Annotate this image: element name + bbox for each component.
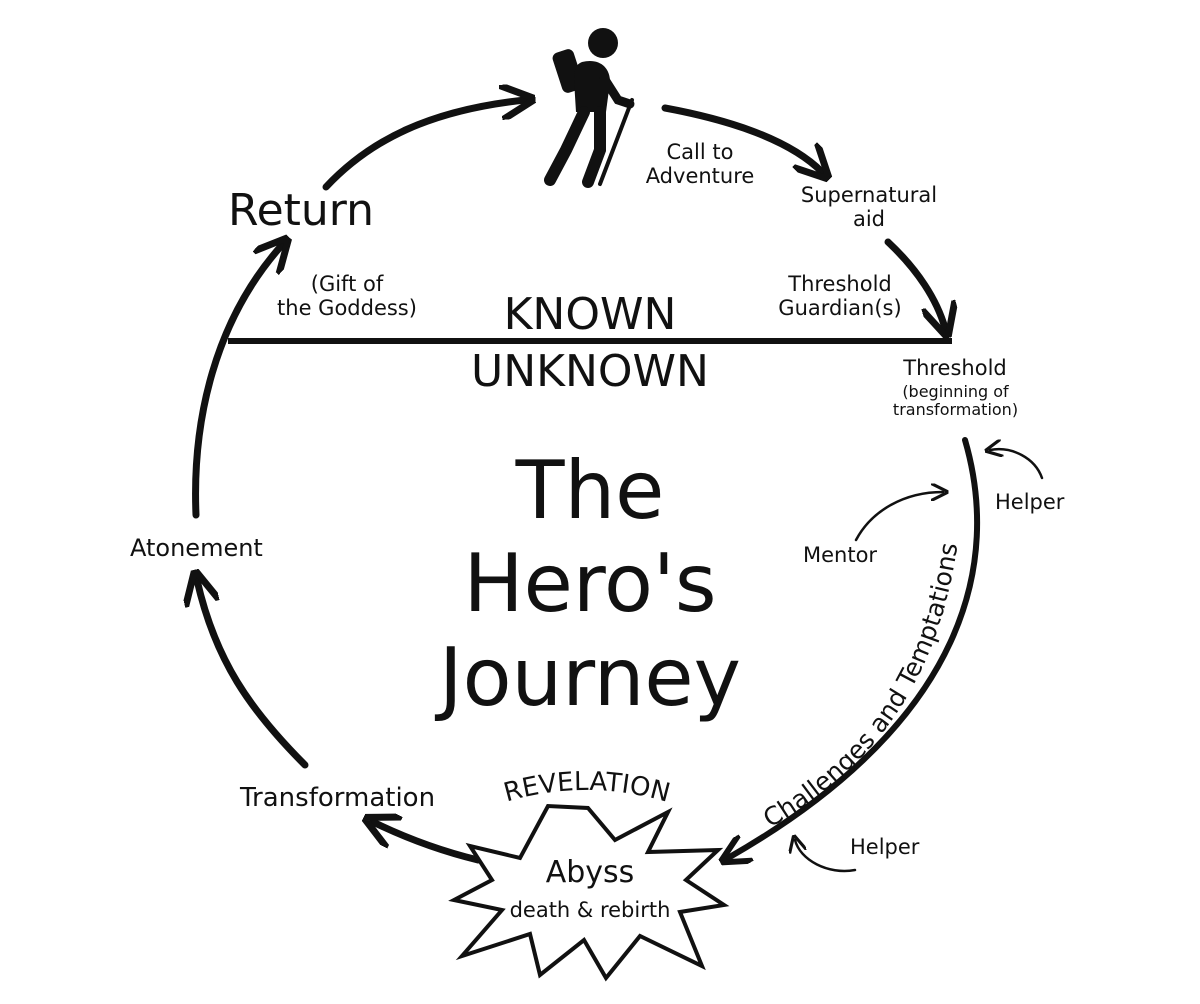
arrow-hero-to-supernatural bbox=[661, 104, 822, 172]
hiker-icon bbox=[544, 28, 635, 188]
arrow-mentor bbox=[854, 492, 943, 542]
call-to-adventure-label: Call to Adventure bbox=[625, 140, 775, 188]
revelation-label: REVELATION bbox=[501, 767, 674, 809]
mentor-label: Mentor bbox=[803, 543, 878, 567]
unknown-label: UNKNOWN bbox=[471, 346, 709, 397]
gift-of-the-goddess-label: (Gift of the Goddess) bbox=[262, 272, 432, 320]
arrow-return-to-hero bbox=[322, 100, 525, 191]
threshold-note-line-2: transformation) bbox=[892, 400, 1019, 420]
supernatural-line-1: Supernatural bbox=[800, 183, 938, 207]
threshold-guardians-label: Threshold Guardian(s) bbox=[755, 272, 925, 320]
guardians-line-1: Threshold bbox=[788, 272, 892, 296]
supernatural-aid-label: Supernatural aid bbox=[784, 183, 954, 231]
call-line-1: Call to bbox=[666, 140, 734, 164]
gift-line-2: the Goddess) bbox=[277, 296, 417, 321]
title-the: The bbox=[515, 444, 665, 537]
return-label: Return bbox=[228, 185, 375, 236]
call-line-2: Adventure bbox=[645, 164, 755, 189]
helper-bottom-label: Helper bbox=[850, 835, 920, 859]
arrow-atonement-to-return bbox=[192, 245, 282, 519]
starburst-icon bbox=[448, 803, 730, 982]
threshold-label: Threshold bbox=[903, 356, 1007, 380]
arrow-helper-bottom bbox=[795, 840, 857, 873]
threshold-note: (beginning of transformation) bbox=[868, 382, 1043, 420]
title-journey: Journey bbox=[439, 631, 741, 724]
abyss-label: Abyss bbox=[545, 855, 635, 890]
transformation-label: Transformation bbox=[240, 783, 436, 813]
guardians-line-2: Guardian(s) bbox=[778, 296, 902, 321]
challenges-label: Challenges and Temptations bbox=[758, 541, 963, 833]
abyss-note: death & rebirth bbox=[509, 898, 671, 922]
arrow-supernatural-to-threshold bbox=[884, 238, 945, 328]
arrow-helper-top bbox=[990, 449, 1044, 480]
supernatural-line-2: aid bbox=[852, 207, 886, 232]
arrow-transformation-to-atonement bbox=[197, 580, 309, 769]
known-label: KNOWN bbox=[503, 289, 677, 340]
arrow-threshold-to-abyss bbox=[728, 437, 981, 858]
threshold-note-line-1: (beginning of bbox=[902, 382, 1009, 401]
atonement-label: Atonement bbox=[130, 534, 263, 562]
title-heros: Hero's bbox=[463, 537, 717, 630]
helper-top-label: Helper bbox=[995, 490, 1065, 514]
arrow-abyss-to-transformation bbox=[373, 822, 482, 864]
gift-line-1: (Gift of bbox=[310, 272, 384, 296]
